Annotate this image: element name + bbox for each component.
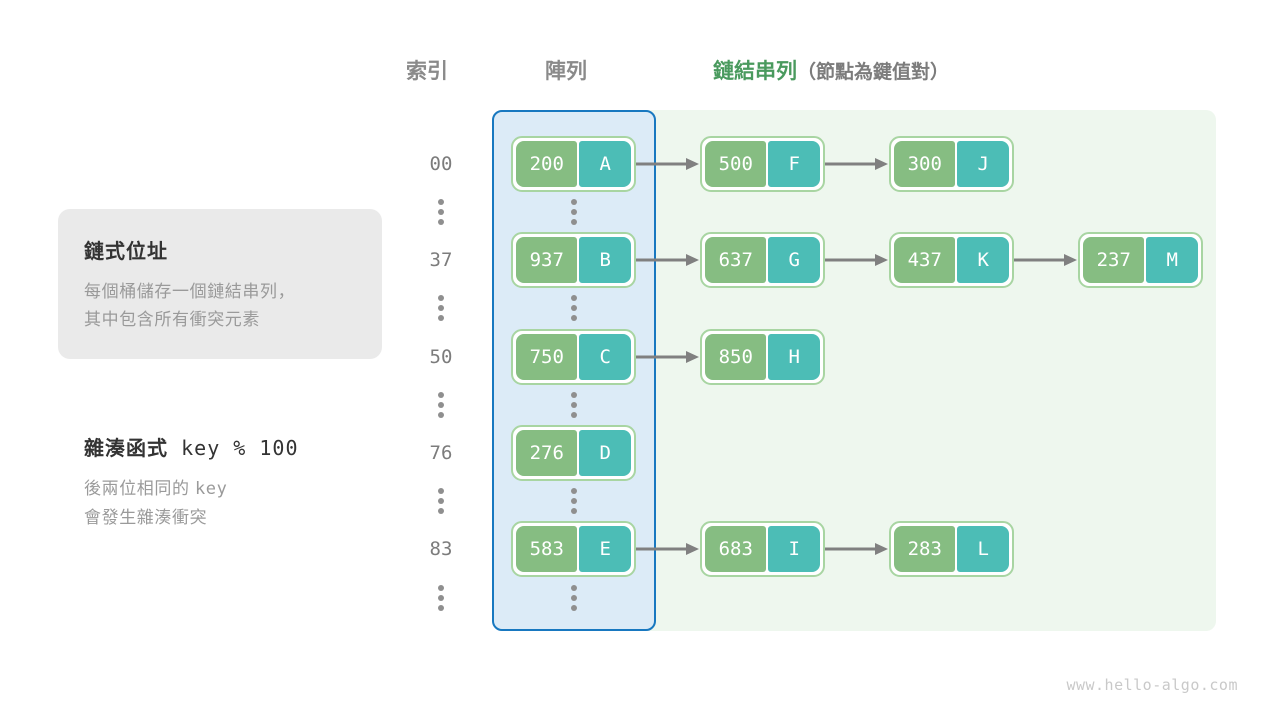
node-value: F <box>768 141 820 187</box>
index-ellipsis-icon <box>418 192 464 232</box>
next-pointer-arrow <box>825 232 889 288</box>
node-key: 683 <box>705 526 767 572</box>
node-key: 276 <box>516 430 578 476</box>
hash-function-note: 雜湊函式 key % 100 後兩位相同的 key 會發生雜湊衝突 <box>84 432 299 531</box>
node-value: G <box>768 237 820 283</box>
info-card-description-line-2: 其中包含所有衝突元素 <box>84 309 260 329</box>
node-key: 300 <box>894 141 956 187</box>
node-key: 200 <box>516 141 578 187</box>
node-key: 237 <box>1083 237 1145 283</box>
array-ellipsis-icon <box>511 192 636 232</box>
next-pointer-arrow <box>636 232 700 288</box>
column-heading-linked-list-sub: （節點為鍵值對） <box>797 62 950 83</box>
column-heading-index: 索引 <box>406 60 448 83</box>
node-value: C <box>579 334 631 380</box>
bucket-index-label: 00 <box>429 153 453 175</box>
info-card-description: 每個桶儲存一個鏈結串列， 其中包含所有衝突元素 <box>84 278 382 333</box>
column-heading-linked-list-main: 鏈結串列 <box>713 60 797 83</box>
node-value: L <box>957 526 1009 572</box>
node-value: J <box>957 141 1009 187</box>
index-ellipsis-icon <box>418 288 464 328</box>
array-ellipsis-icon <box>511 578 636 618</box>
index-ellipsis-icon <box>418 385 464 425</box>
hash-function-description-key: key <box>194 479 228 499</box>
array-ellipsis-icon <box>511 481 636 521</box>
next-pointer-arrow <box>1014 232 1078 288</box>
node-key: 637 <box>705 237 767 283</box>
hash-function-title: 雜湊函式 key % 100 <box>84 432 299 461</box>
hash-function-label: 雜湊函式 <box>84 438 168 460</box>
column-heading-linked-list: 鏈結串列（節點為鍵值對） <box>713 55 949 85</box>
next-pointer-arrow <box>825 521 889 577</box>
bucket-index-label: 83 <box>429 538 453 560</box>
hash-function-expression: key % 100 <box>181 436 299 460</box>
node-key: 750 <box>516 334 578 380</box>
node-key: 583 <box>516 526 578 572</box>
node-value: M <box>1146 237 1198 283</box>
node-key: 850 <box>705 334 767 380</box>
ellipsis-row <box>0 385 1280 425</box>
node-key: 437 <box>894 237 956 283</box>
hash-function-description-line-2: 會發生雜湊衝突 <box>84 507 208 527</box>
node-value: B <box>579 237 631 283</box>
ellipsis-row <box>0 288 1280 328</box>
ellipsis-row <box>0 192 1280 232</box>
info-card-description-line-1: 每個桶儲存一個鏈結串列， <box>84 282 296 301</box>
next-pointer-arrow <box>636 329 700 385</box>
next-pointer-arrow <box>636 136 700 192</box>
hash-function-description-line-1: 後兩位相同的 key <box>84 475 299 504</box>
node-key: 937 <box>516 237 578 283</box>
bucket-index-label: 50 <box>429 346 453 368</box>
ellipsis-row <box>0 578 1280 618</box>
array-ellipsis-icon <box>511 385 636 425</box>
node-value: H <box>768 334 820 380</box>
node-key: 500 <box>705 141 767 187</box>
info-card-title: 鏈式位址 <box>84 241 168 263</box>
node-value: D <box>579 430 631 476</box>
watermark: www.hello-algo.com <box>1066 676 1238 694</box>
column-heading-array: 陣列 <box>545 60 587 83</box>
node-value: E <box>579 526 631 572</box>
hash-function-description: 後兩位相同的 key 會發生雜湊衝突 <box>84 475 299 531</box>
node-value: K <box>957 237 1009 283</box>
next-pointer-arrow <box>825 136 889 192</box>
ellipsis-row <box>0 481 1280 521</box>
node-key: 283 <box>894 526 956 572</box>
index-ellipsis-icon <box>418 578 464 618</box>
bucket-index-label: 76 <box>429 442 453 464</box>
array-ellipsis-icon <box>511 288 636 328</box>
node-value: I <box>768 526 820 572</box>
hash-function-description-text: 後兩位相同的 <box>84 479 190 498</box>
bucket-index-label: 37 <box>429 249 453 271</box>
next-pointer-arrow <box>636 521 700 577</box>
info-card: 鏈式位址 每個桶儲存一個鏈結串列， 其中包含所有衝突元素 <box>58 209 382 359</box>
index-ellipsis-icon <box>418 481 464 521</box>
node-value: A <box>579 141 631 187</box>
